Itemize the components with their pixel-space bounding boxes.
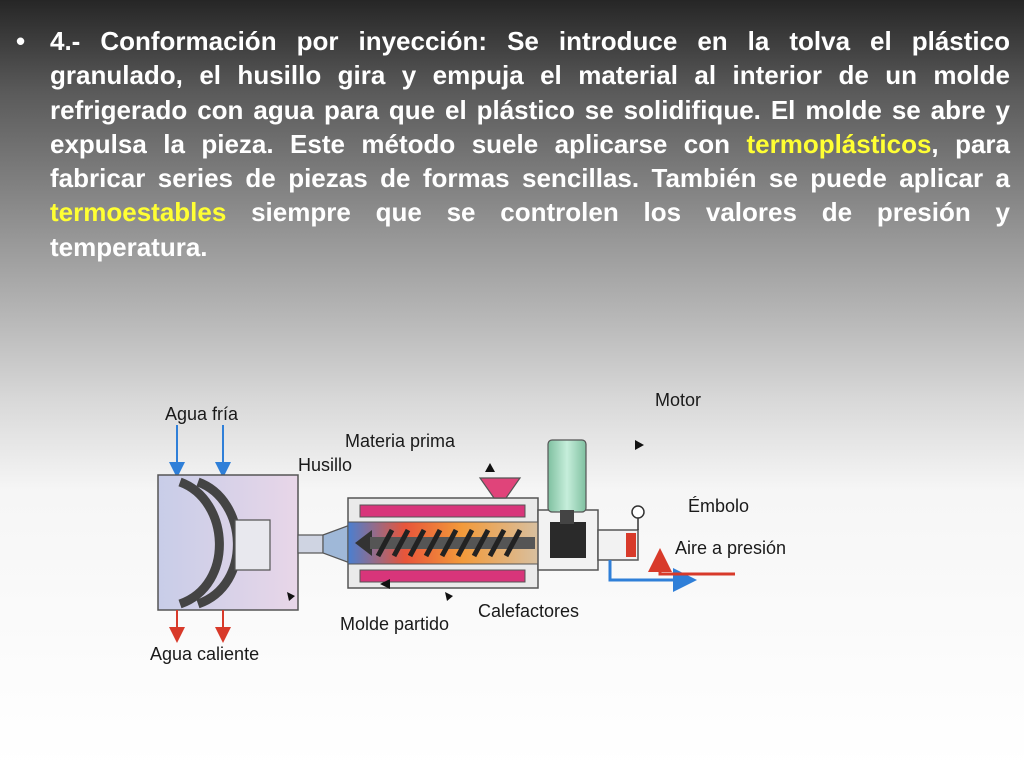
split-mold <box>157 474 324 611</box>
label-motor: Motor <box>655 390 701 410</box>
highlight-termoplasticos: termoplásticos <box>746 128 932 159</box>
paragraph-segment-2: , para fabricar series de piezas de form… <box>50 128 1010 194</box>
bullet-marker: • <box>16 26 26 56</box>
injection-molding-diagram: Agua fría Motor Materia prima Husillo Ém… <box>150 390 786 664</box>
hot-water-arrows <box>169 610 231 643</box>
label-aire-presion: Aire a presión <box>675 538 786 558</box>
label-agua-caliente: Agua caliente <box>150 644 259 664</box>
nozzle <box>322 524 351 564</box>
air-lines <box>608 548 735 592</box>
slide-text-block: • 4.- Conformación por inyección: Se int… <box>14 24 1010 264</box>
barrel <box>347 497 539 589</box>
cold-water-arrows <box>169 425 231 478</box>
label-materia-prima: Materia prima <box>345 431 456 451</box>
label-husillo: Husillo <box>298 455 352 475</box>
label-embolo: Émbolo <box>688 496 749 516</box>
label-calefactores: Calefactores <box>478 601 579 621</box>
label-agua-fria: Agua fría <box>165 404 239 424</box>
description-paragraph: 4.- Conformación por inyección: Se intro… <box>50 24 1010 264</box>
pointer-markers <box>287 440 644 601</box>
paragraph-segment-3: siempre que se controlen los valores de … <box>50 197 1010 262</box>
label-molde-partido: Molde partido <box>340 614 449 634</box>
motor-assembly <box>537 439 599 571</box>
highlight-termoestables: termoestables <box>50 197 227 228</box>
piston-cylinder <box>597 505 645 561</box>
hopper <box>478 477 522 499</box>
paragraph-segment-1: 4.- Conformación por inyección: Se intro… <box>50 26 1010 159</box>
